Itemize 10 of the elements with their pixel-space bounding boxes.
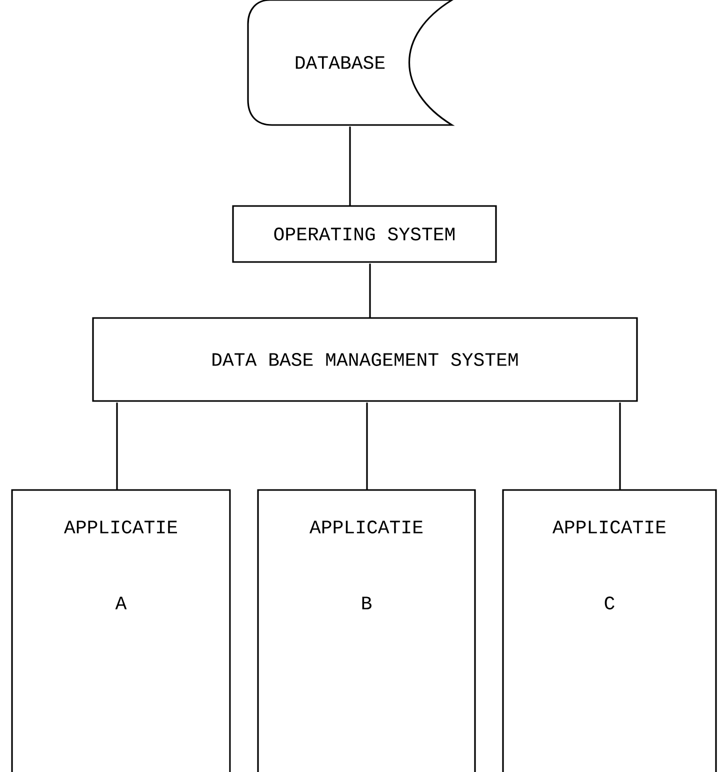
connector-line xyxy=(116,402,118,490)
connector-line xyxy=(619,402,621,490)
process-box: OPERATING SYSTEM xyxy=(232,205,497,263)
connector-line xyxy=(369,264,371,318)
connector-line xyxy=(349,126,351,206)
application-box: APPLICATIE A xyxy=(11,489,231,772)
application-box: APPLICATIE C xyxy=(502,489,717,772)
process-box: DATA BASE MANAGEMENT SYSTEM xyxy=(92,317,638,402)
connector-line xyxy=(366,402,368,490)
application-box: APPLICATIE B xyxy=(257,489,476,772)
